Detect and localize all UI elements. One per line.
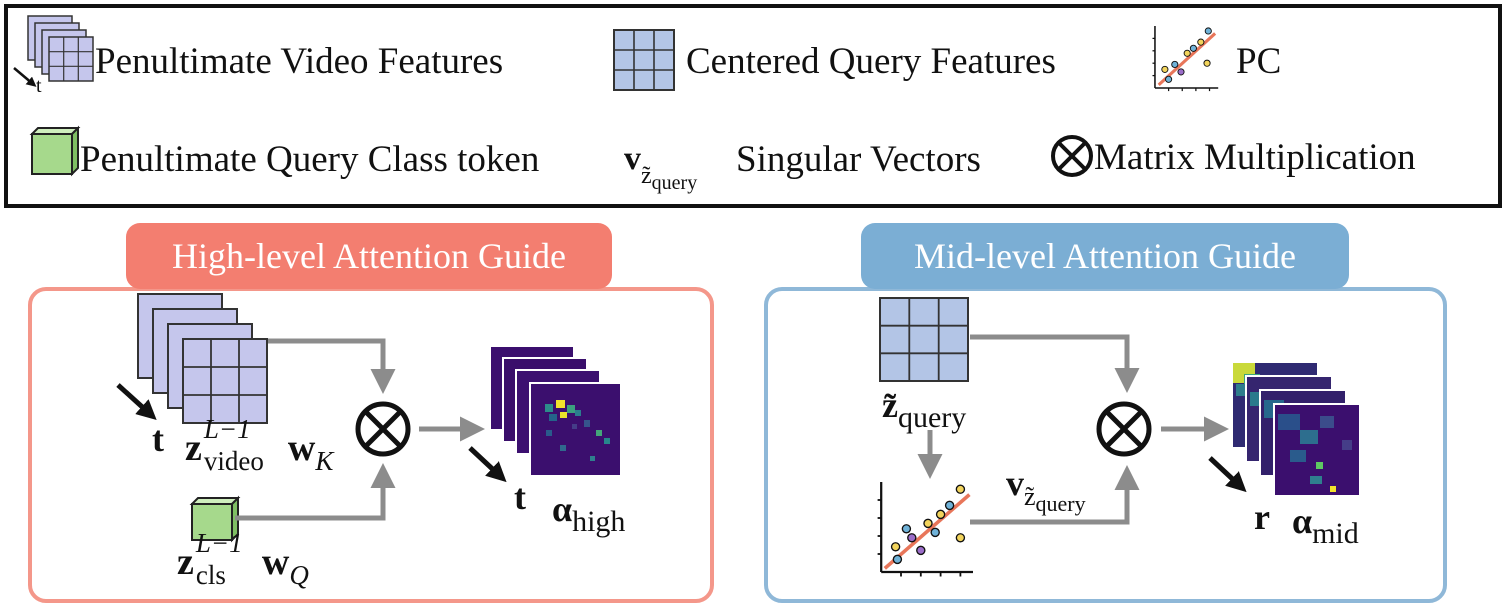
legend-video-t: t: [36, 75, 42, 97]
pc-scatter-icon: [1152, 26, 1219, 92]
v-z-query-label: vz̃query: [1006, 463, 1086, 516]
high-level-title: High-level Attention Guide: [126, 223, 612, 289]
cube-icon: [29, 125, 81, 177]
high-video-t-label: t: [152, 419, 164, 459]
legend-penultimate-query-class-token: Penultimate Query Class token: [80, 139, 540, 180]
cube-icon: [189, 495, 241, 543]
otimes-icon: [1051, 135, 1093, 177]
mid-level-panel: [764, 287, 1447, 603]
video-stack-icon: [116, 293, 268, 424]
high-arrows: [235, 338, 485, 521]
otimes-icon: [1096, 401, 1152, 457]
legend-singular-vectors: Singular Vectors: [736, 139, 981, 180]
mid-level-title: Mid-level Attention Guide: [861, 223, 1349, 289]
heatmap-stack-icon: [1208, 361, 1361, 497]
query-z-label: z̃query: [882, 385, 967, 434]
alpha-high-label: αhigh: [552, 489, 626, 538]
grid-icon: [879, 297, 969, 382]
grid-icon: [613, 29, 675, 91]
legend-matrix-multiplication: Matrix Multiplication: [1094, 137, 1416, 178]
legend-singular-vector-symbol: vz̃query: [624, 140, 698, 194]
high-level-panel: [28, 287, 714, 603]
otimes-icon: [355, 401, 411, 457]
legend-box: [4, 4, 1502, 208]
high-output-t-label: t: [514, 477, 526, 517]
alpha-mid-label: αmid: [1292, 501, 1359, 550]
legend-pc: PC: [1236, 41, 1282, 82]
pc-scatter-icon: [877, 482, 974, 577]
legend-centered-query-features: Centered Query Features: [686, 41, 1056, 82]
video-stack-icon: [13, 15, 94, 87]
mid-output-r-label: r: [1254, 497, 1270, 537]
legend-penultimate-video-features: Penultimate Video Features: [95, 41, 504, 82]
heatmap-stack-icon: [468, 345, 622, 483]
mid-arrows: [917, 334, 1229, 525]
